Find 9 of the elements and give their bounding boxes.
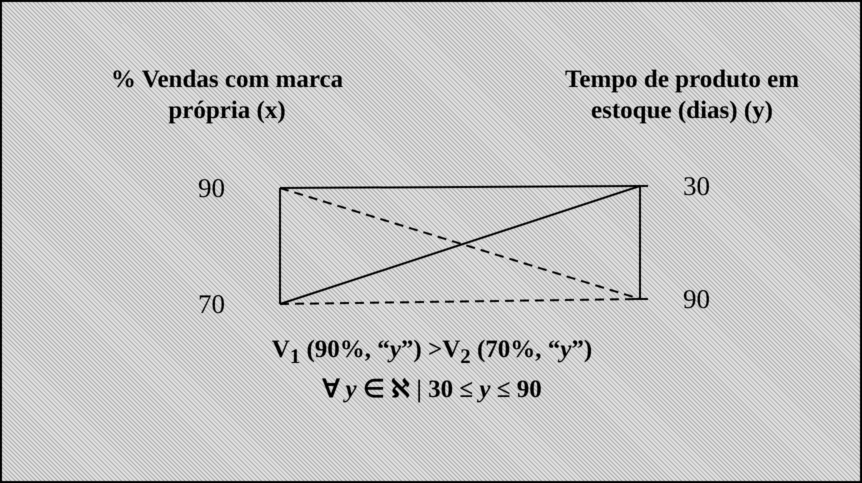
condition: ∀ y ∈ ℵ | 30 ≤ y ≤ 90 [321,375,543,405]
axis-value: 90 [198,174,280,202]
axis-value: 30 [640,172,710,200]
inequality: V$_{1}$ (90%, “y”) >V$_{2}$ (70%, “y”) [270,335,594,370]
line [280,185,640,189]
axis-value: 70 [198,290,280,318]
axis-title: Tempo de produto em estoque (dias) (y) [564,65,800,126]
axis-title: % Vendas com marca própria (x) [110,65,344,126]
axis-value: 90 [640,285,710,313]
